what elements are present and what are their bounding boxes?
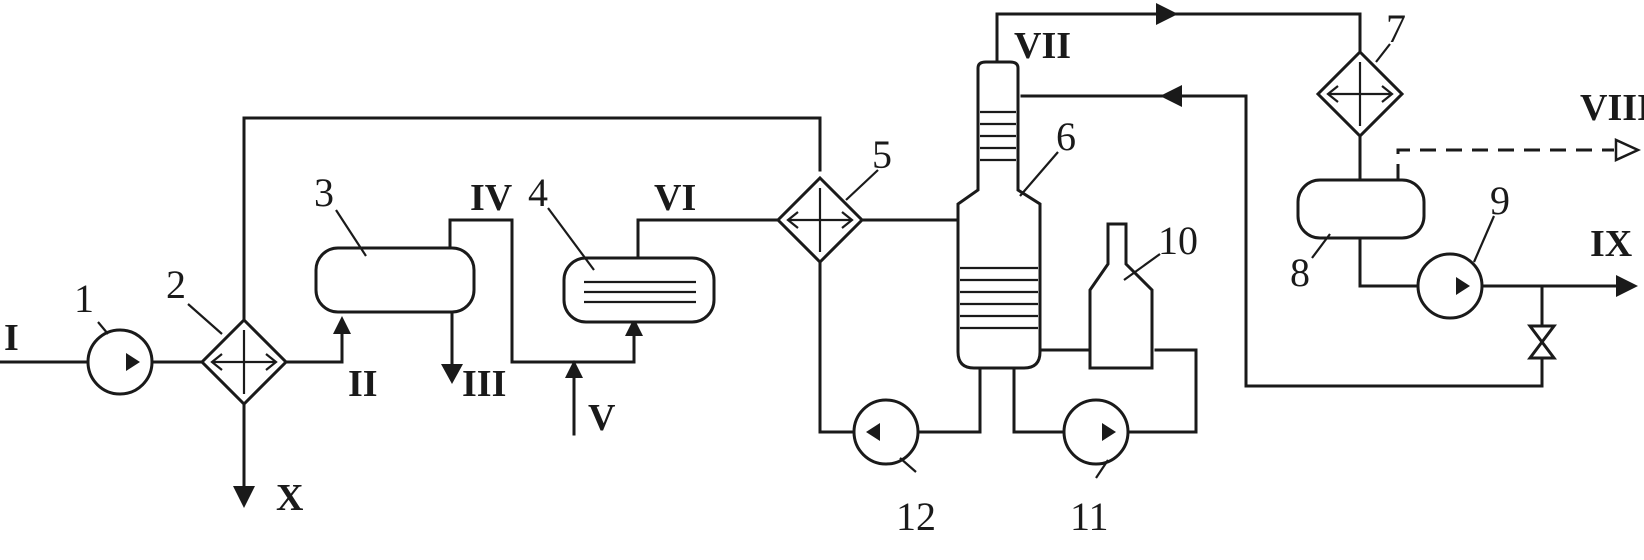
stream-label-II: II bbox=[348, 363, 378, 405]
stream-label-IX: IX bbox=[1590, 223, 1632, 265]
stream-label-V: V bbox=[588, 397, 616, 439]
label-pump-1: 1 bbox=[74, 276, 94, 321]
label-pump-11: 11 bbox=[1070, 494, 1109, 539]
reflux-valve bbox=[1527, 324, 1557, 360]
stream-label-X: X bbox=[276, 477, 303, 519]
pump-9 bbox=[1416, 252, 1484, 320]
label-pump-12: 12 bbox=[896, 494, 936, 539]
pipe-IV-to-reactor4 bbox=[448, 218, 636, 364]
arrow-V-in bbox=[565, 360, 583, 378]
label-heat-exchanger-2: 2 bbox=[166, 262, 186, 307]
arrow-reflux bbox=[1160, 85, 1182, 107]
equipment-labels: 1 2 3 4 5 6 7 8 9 10 11 12 bbox=[74, 6, 1510, 539]
pipe-top-loop bbox=[242, 116, 822, 172]
heat-exchanger-2 bbox=[199, 317, 289, 407]
label-separator-3: 3 bbox=[314, 170, 334, 215]
pipe-pump11-reboiler10 bbox=[1124, 348, 1198, 434]
arrow-X-out bbox=[233, 486, 255, 508]
arrow-overhead bbox=[1156, 3, 1178, 25]
pipe-receiver8-pump9 bbox=[1358, 236, 1422, 288]
reactor-4 bbox=[562, 256, 716, 324]
arrow-into-reactor4 bbox=[625, 318, 643, 336]
column-6 bbox=[956, 60, 1042, 370]
stream-label-III: III bbox=[462, 363, 506, 405]
pipe-column-bottom-pump12 bbox=[914, 366, 982, 434]
stream-label-VII: VII bbox=[1014, 25, 1071, 67]
label-column-6: 6 bbox=[1056, 114, 1076, 159]
stream-label-IV: IV bbox=[470, 177, 513, 219]
label-receiver-8: 8 bbox=[1290, 250, 1310, 295]
condenser-7 bbox=[1315, 49, 1405, 139]
pipe-hx5-pump12 bbox=[818, 260, 856, 434]
pump-12 bbox=[852, 398, 920, 466]
label-condenser-7: 7 bbox=[1386, 6, 1406, 51]
stream-label-I: I bbox=[4, 317, 19, 359]
flow-arrows bbox=[233, 3, 1642, 508]
label-reactor-4: 4 bbox=[528, 170, 548, 215]
stream-label-VI: VI bbox=[654, 177, 696, 219]
arrow-into-separator3 bbox=[333, 316, 351, 334]
pipe-hx2-separator3 bbox=[284, 328, 344, 364]
label-heat-exchanger-5: 5 bbox=[872, 132, 892, 177]
separator-3 bbox=[314, 246, 476, 314]
reboiler-10 bbox=[1088, 222, 1154, 370]
label-reboiler-10: 10 bbox=[1158, 218, 1198, 263]
pump-1 bbox=[86, 328, 154, 396]
receiver-8 bbox=[1296, 178, 1426, 240]
label-pump-9: 9 bbox=[1490, 178, 1510, 223]
arrow-VIII-out bbox=[1614, 138, 1642, 162]
heat-exchanger-5 bbox=[775, 175, 865, 265]
arrow-III-out bbox=[441, 364, 463, 384]
pipe-overhead-VII bbox=[995, 12, 1362, 78]
leader-lines bbox=[97, 43, 1496, 479]
pipe-column-pump11 bbox=[1012, 366, 1066, 434]
pipe-vent-VIII bbox=[1396, 148, 1614, 180]
arrow-IX-out bbox=[1616, 275, 1638, 297]
pump-11 bbox=[1062, 398, 1130, 466]
